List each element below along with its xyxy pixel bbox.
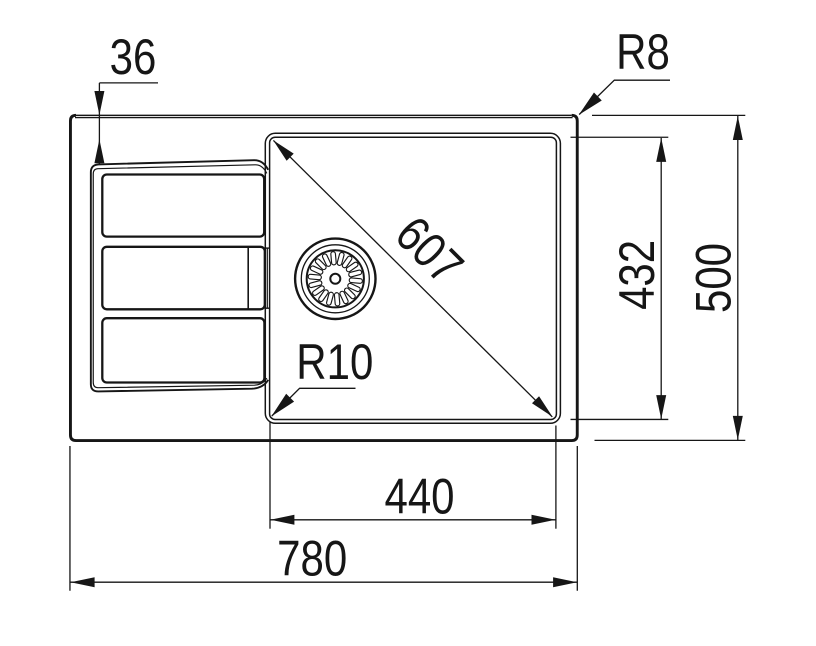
svg-text:432: 432 <box>609 240 665 310</box>
svg-text:607: 607 <box>385 205 474 294</box>
svg-text:500: 500 <box>685 243 741 313</box>
svg-text:780: 780 <box>277 530 347 586</box>
svg-text:R8: R8 <box>616 24 670 80</box>
svg-text:440: 440 <box>384 468 454 524</box>
svg-text:R10: R10 <box>296 334 373 390</box>
svg-text:36: 36 <box>110 28 157 84</box>
